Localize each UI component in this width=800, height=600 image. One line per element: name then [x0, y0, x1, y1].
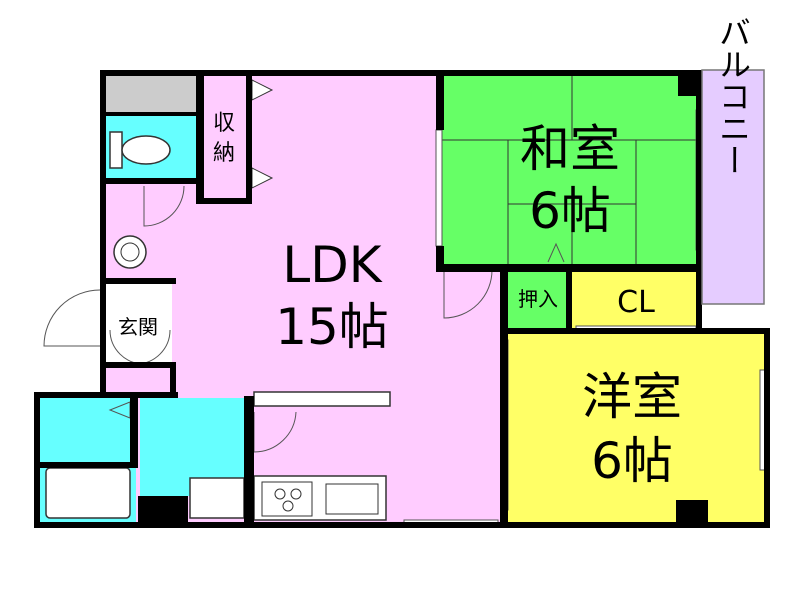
shuno-area: [200, 74, 250, 202]
toilet-icon: [109, 131, 171, 169]
burner-2: [290, 488, 302, 500]
kitchen-sink-icon: [325, 483, 379, 515]
stove-icon: [261, 481, 313, 517]
closet-area: [572, 268, 702, 330]
youshitsu-name: 洋室: [582, 368, 682, 426]
burner-1: [274, 488, 286, 500]
door-swings: [43, 185, 565, 453]
washer-icon: [189, 477, 245, 519]
bathtub-icon: [45, 467, 131, 519]
oshiire-area: [504, 268, 572, 330]
washitsu-size: 6帖: [529, 182, 611, 240]
youshitsu-area: [508, 330, 766, 524]
washitsu-name: 和室: [520, 120, 620, 178]
burner-3: [282, 500, 294, 512]
closet-label: CL: [617, 285, 655, 320]
walls: [34, 70, 770, 528]
youshitsu-size: 6帖: [591, 432, 673, 490]
washitsu-area: [440, 74, 702, 268]
balcony-label: バルコニー: [714, 16, 752, 176]
sink-bowl: [120, 242, 140, 262]
ldk-name: LDK: [282, 236, 382, 294]
balcony-area: [702, 70, 764, 304]
ldk-size: 15帖: [275, 298, 389, 356]
ldk-shelf: [253, 391, 391, 407]
genkan-area: [104, 282, 172, 366]
shuno-label-1: 収: [213, 111, 235, 136]
genkan-label: 玄関: [118, 315, 158, 339]
tatami-lines: [440, 74, 702, 268]
balcony-outline: [701, 69, 765, 305]
storage-top-area: [104, 74, 200, 116]
shuno-label-2: 納: [213, 141, 235, 166]
oshiire-label: 押入: [518, 287, 558, 311]
sink-icon: [113, 235, 147, 269]
